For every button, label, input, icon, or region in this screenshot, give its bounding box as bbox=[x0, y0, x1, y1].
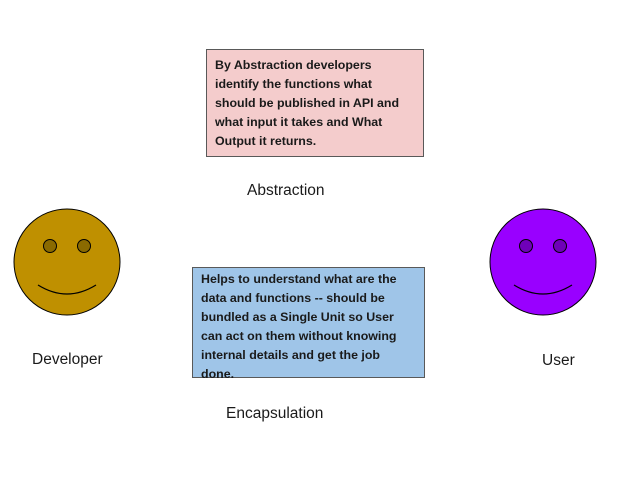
abstraction-label: Abstraction bbox=[247, 182, 325, 199]
encapsulation-label: Encapsulation bbox=[226, 405, 324, 422]
developer-smile bbox=[37, 284, 97, 295]
user-right-eye bbox=[553, 239, 567, 253]
user-smiley-face-icon bbox=[489, 208, 597, 316]
user-left-eye bbox=[519, 239, 533, 253]
abstraction-description-box: By Abstraction developers identify the f… bbox=[206, 49, 424, 157]
user-smile bbox=[513, 284, 573, 295]
user-label: User bbox=[542, 352, 575, 369]
developer-label: Developer bbox=[32, 351, 103, 368]
user-face-circle bbox=[489, 208, 597, 316]
developer-left-eye bbox=[43, 239, 57, 253]
developer-right-eye bbox=[77, 239, 91, 253]
developer-face-circle bbox=[13, 208, 121, 316]
encapsulation-description-box: Helps to understand what are the data an… bbox=[192, 267, 425, 381]
developer-smiley-face-icon bbox=[13, 208, 121, 316]
